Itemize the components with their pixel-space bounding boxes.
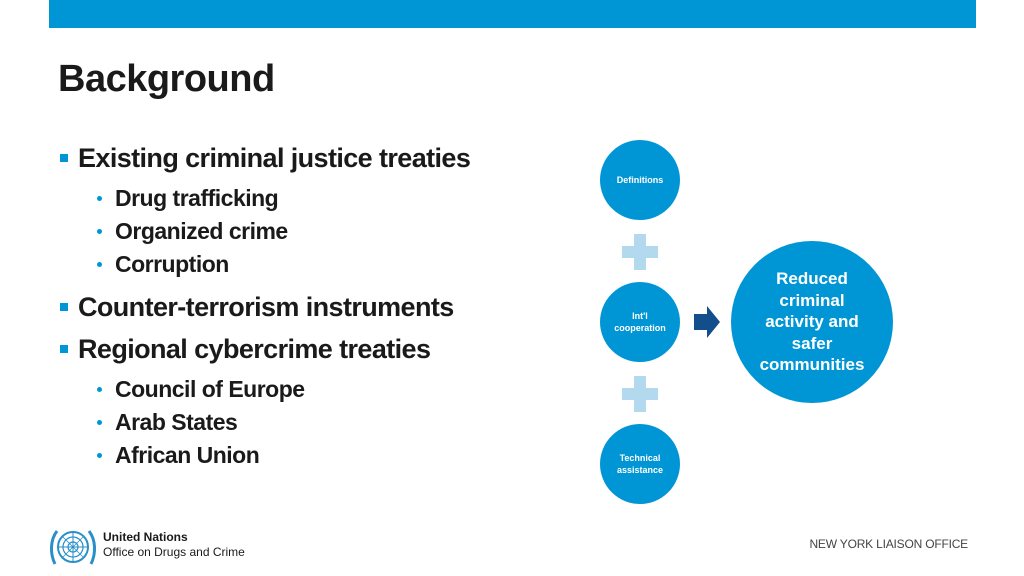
sub-bullet-text: Arab States: [115, 409, 238, 435]
sub-bullet-council-of-europe: Council of Europe: [58, 373, 470, 406]
sub-bullet-text: Organized crime: [115, 218, 288, 244]
dot-bullet-icon: [97, 262, 102, 267]
intl-cooperation-circle: Int'l cooperation: [600, 282, 680, 362]
dot-bullet-icon: [97, 196, 102, 201]
sub-bullet-corruption: Corruption: [58, 248, 470, 281]
top-accent-bar: [49, 0, 976, 28]
plus-icon: [622, 234, 658, 270]
arrow-right-icon: [694, 306, 720, 338]
sub-bullet-organized-crime: Organized crime: [58, 215, 470, 248]
bullet-counter-terrorism: Counter-terrorism instruments: [58, 289, 470, 331]
un-emblem-icon: [50, 530, 96, 565]
bullet-text: Existing criminal justice treaties: [78, 143, 471, 173]
result-line: criminal: [779, 290, 845, 310]
intl-label-line2: cooperation: [614, 323, 666, 333]
sub-bullet-arab-states: Arab States: [58, 406, 470, 439]
dot-bullet-icon: [97, 229, 102, 234]
office-label: NEW YORK LIAISON OFFICE: [809, 537, 968, 551]
square-bullet-icon: [60, 154, 68, 162]
technical-assistance-circle: Technical assistance: [600, 424, 680, 504]
slide-title: Background: [58, 58, 275, 100]
organization-name: United Nations Office on Drugs and Crime: [103, 530, 245, 560]
bullet-existing-treaties: Existing criminal justice treaties: [58, 140, 471, 182]
result-circle: Reduced criminal activity and safer comm…: [731, 241, 893, 403]
dot-bullet-icon: [97, 387, 102, 392]
technical-label-line1: Technical: [619, 453, 661, 463]
result-line: activity and: [765, 312, 859, 332]
result-line: safer: [791, 333, 833, 353]
dot-bullet-icon: [97, 453, 102, 458]
result-line: Reduced: [776, 269, 848, 289]
org-line1: United Nations: [103, 530, 188, 544]
plus-icon: [622, 376, 658, 412]
sub-bullet-african-union: African Union: [58, 439, 470, 472]
definitions-label: Definitions: [616, 175, 664, 185]
sub-bullet-drug-trafficking: Drug trafficking: [58, 182, 470, 215]
square-bullet-icon: [60, 345, 68, 353]
sub-bullet-text: African Union: [115, 442, 260, 468]
dot-bullet-icon: [97, 420, 102, 425]
square-bullet-icon: [60, 303, 68, 311]
intl-label-line1: Int'l: [632, 311, 648, 321]
technical-label-line2: assistance: [616, 465, 664, 475]
bullet-regional-cybercrime: Regional cybercrime treaties: [58, 331, 470, 373]
org-line2: Office on Drugs and Crime: [103, 545, 245, 559]
result-line: communities: [759, 355, 865, 375]
sub-bullet-text: Council of Europe: [115, 376, 305, 402]
bullet-text: Regional cybercrime treaties: [78, 334, 431, 364]
bullet-list: Existing criminal justice treaties Drug …: [58, 140, 471, 472]
bullet-text: Counter-terrorism instruments: [78, 292, 454, 322]
definitions-circle: Definitions: [600, 140, 680, 220]
sub-bullet-text: Corruption: [115, 251, 229, 277]
sub-bullet-text: Drug trafficking: [115, 185, 279, 211]
